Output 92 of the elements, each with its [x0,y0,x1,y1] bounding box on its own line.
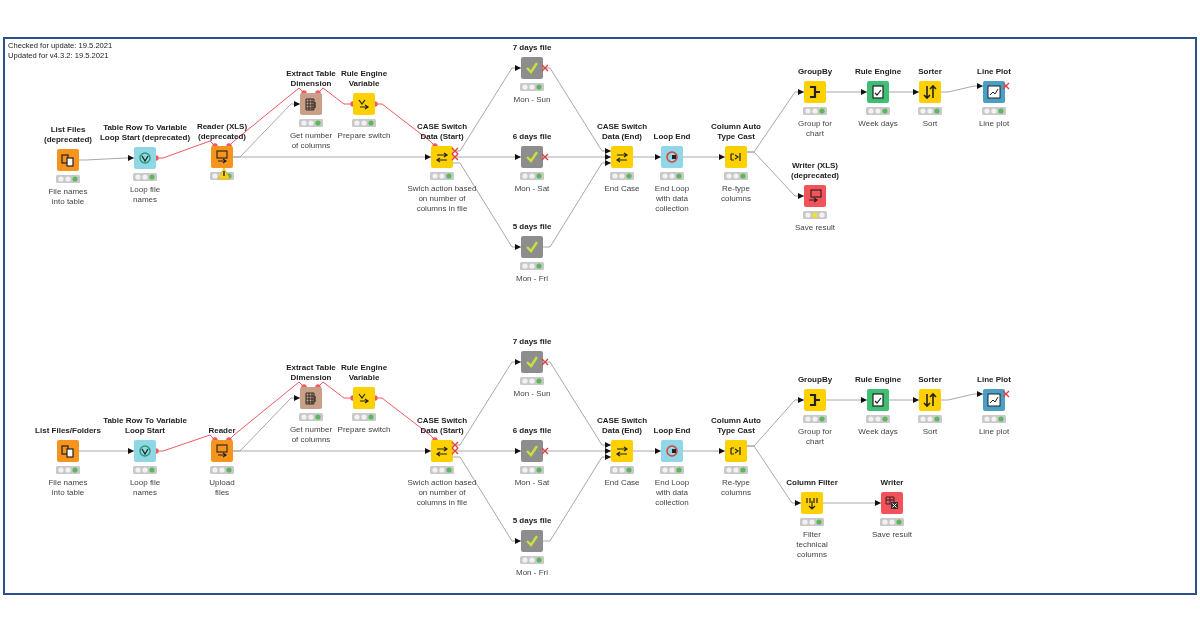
connector-arrow [452,456,522,544]
node-description: Mon - Fri [516,274,548,284]
node-title: Reader [208,426,236,436]
node-description: End Case [604,478,640,488]
connector-arrow [542,454,612,542]
node-title: List Files (deprecated) [43,125,93,145]
node-description: End Case [604,184,640,194]
connector-arrow [822,500,882,506]
node-description: Sort [922,119,938,129]
node-title: Extract Table Dimension [285,69,337,89]
connector-arrow [632,154,662,160]
connector-arrow [682,448,726,454]
node-title: Extract Table Dimension [285,363,337,383]
node-description: Re-type columns [720,478,752,498]
node-title: Reader (XLS) (deprecated) [195,122,249,142]
variable-connection [226,381,307,443]
connector-arrow [232,448,432,454]
node-title: GroupBy [797,375,833,385]
node-description: Re-type columns [720,184,752,204]
node-description: Mon - Sat [514,478,550,488]
node-title: Writer (XLS) (deprecated) [790,161,840,181]
node-description: Get number of columns [288,131,334,151]
node-description: Week days [858,427,898,437]
node-description: File names into table [47,478,89,498]
node-title: Line Plot [977,67,1011,77]
node-description: Mon - Sat [514,184,550,194]
node-description: Prepare switch [337,131,391,141]
node-description: End Loop with data collection [653,184,691,214]
connector-arrow [682,154,726,160]
connector-arrow [632,448,662,454]
node-title: CASE Switch Data (End) [595,122,649,142]
node-description: Line plot [978,119,1010,129]
node-description: Save result [795,223,835,233]
node-title: 7 days file [512,337,552,347]
node-description: Sort [922,427,938,437]
node-description: End Loop with data collection [653,478,691,508]
node-description: Filter technical columns [795,530,829,560]
connector-arrow [825,89,868,95]
node-title: Writer [880,478,904,488]
node-description: Save result [872,530,912,540]
node-description: Mon - Sun [513,389,551,399]
node-title: Line Plot [977,375,1011,385]
connector-arrow [888,397,920,403]
node-title: GroupBy [797,67,833,77]
node-title: Column Auto Type Cast [710,122,762,142]
connector-arrow [746,445,802,506]
node-title: Table Row To Variable Loop Start [102,416,188,436]
node-description: Mon - Fri [516,568,548,578]
node-title: 6 days file [512,132,552,142]
node-description: Swich action based on number of columns in file [406,478,478,508]
node-title: Loop End [653,132,691,142]
node-title: Rule Engine Variable [339,69,389,89]
node-description: Swich action based on number of columns in file [406,184,478,214]
node-title: 7 days file [512,43,552,53]
node-title: Column Auto Type Cast [710,416,762,436]
node-title: Loop End [653,426,691,436]
node-title: Rule Engine Variable [339,363,389,383]
node-title: Rule Engine [854,375,902,385]
node-description: Week days [858,119,898,129]
node-description: Loop file names [128,185,162,205]
node-title: 5 days file [512,516,552,526]
connector-arrow [888,89,920,95]
node-title: Sorter [918,375,942,385]
node-title: Table Row To Variable Loop Start (deprecated) [98,123,192,143]
connector-arrow [825,397,868,403]
node-description: Prepare switch [337,425,391,435]
node-description: Group for chart [797,119,833,139]
node-title: Sorter [918,67,942,77]
node-title: CASE Switch Data (Start) [415,416,469,436]
node-description: Line plot [978,427,1010,437]
connector-arrow [940,83,984,93]
node-title: List Files/Folders [35,426,101,436]
connector-arrow [542,160,612,248]
connector-arrow [78,155,135,161]
node-title: CASE Switch Data (Start) [415,122,469,142]
node-title: 6 days file [512,426,552,436]
connector-arrow [78,448,135,454]
node-description: Mon - Sun [513,95,551,105]
variable-connection [226,87,307,149]
node-description: Group for chart [797,427,833,447]
node-title: Rule Engine [854,67,902,77]
node-title: CASE Switch Data (End) [595,416,649,436]
node-title: Column Filter [786,478,838,488]
node-title: 5 days file [512,222,552,232]
node-description: Get number of columns [288,425,334,445]
connector-arrow [452,162,522,250]
connector-arrow [746,151,805,199]
connector-arrow [232,154,432,160]
connector-arrow [940,391,984,401]
node-description: Upload files [208,478,236,498]
node-description: Loop file names [128,478,162,498]
node-description: File names into table [47,187,89,207]
